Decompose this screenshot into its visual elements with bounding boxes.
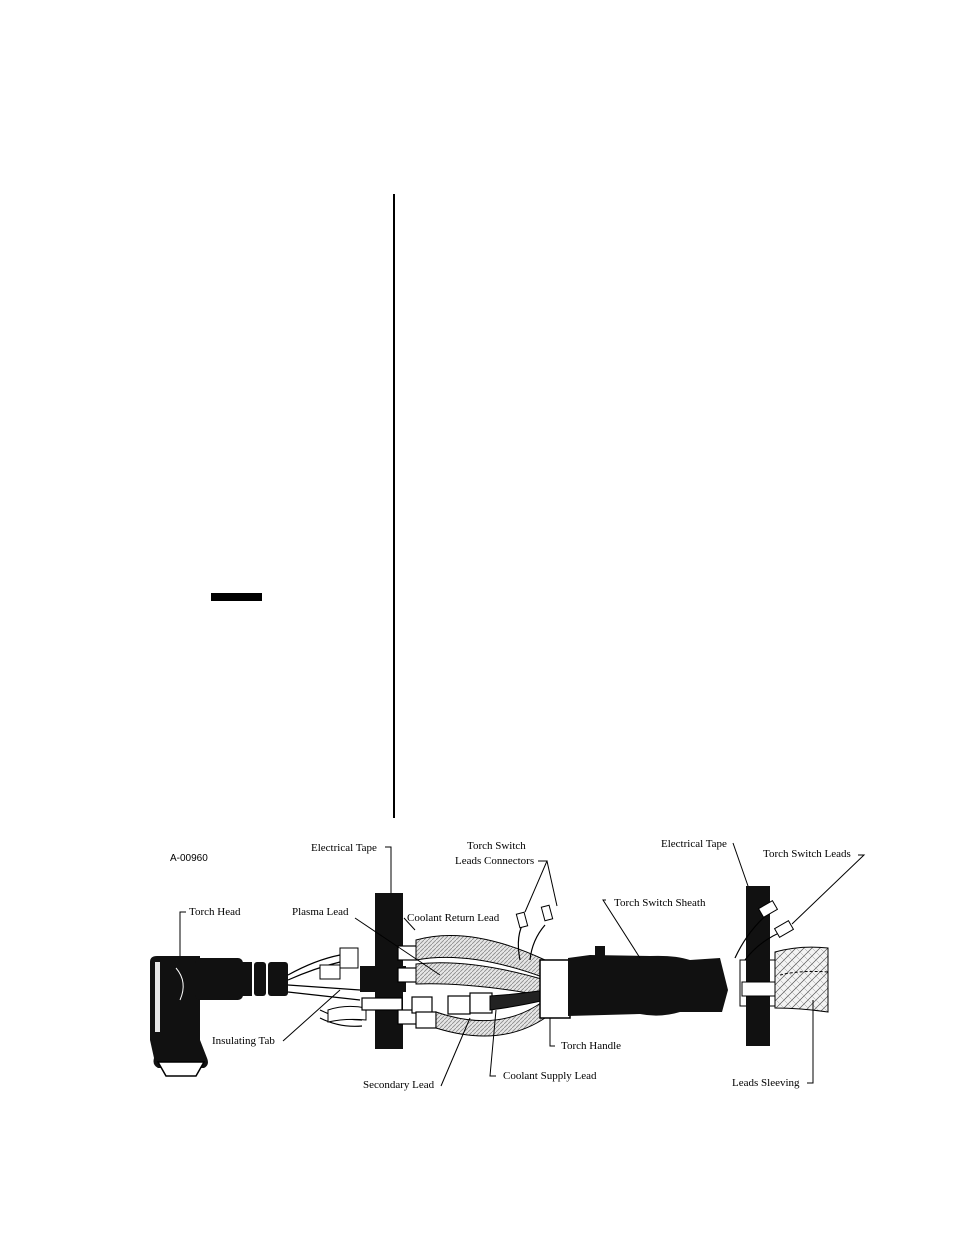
figure-id: A-00960 <box>170 853 208 864</box>
label-torch-switch-leads: Torch Switch Leads <box>763 848 851 860</box>
torch-switch-sheath <box>568 955 728 1016</box>
label-torch-switch: Torch Switch <box>467 840 526 852</box>
sleeving-edge <box>779 970 829 976</box>
label-torch-head: Torch Head <box>189 906 241 918</box>
label-coolant-supply-lead: Coolant Supply Lead <box>503 1070 597 1082</box>
fittings-left <box>361 945 493 1029</box>
label-electrical-tape-left: Electrical Tape <box>311 842 377 854</box>
sheath-button <box>595 946 605 958</box>
torch-head <box>150 956 288 1077</box>
insulating-tab-shape <box>327 1005 367 1023</box>
switch-connectors <box>515 904 554 929</box>
label-insulating-tab: Insulating Tab <box>212 1035 275 1047</box>
label-electrical-tape-right: Electrical Tape <box>661 838 727 850</box>
page-column-rule <box>393 194 395 818</box>
label-leads-connectors: Leads Connectors <box>455 855 535 867</box>
torch-switch-leads-connectors <box>757 899 795 939</box>
head-fitting <box>339 947 359 969</box>
label-coolant-return-lead: Coolant Return Lead <box>407 912 500 924</box>
black-bar-mark <box>211 593 262 601</box>
hoses <box>415 935 546 1037</box>
tape-gap <box>741 981 778 997</box>
label-leads-sleeving: Leads Sleeving <box>732 1077 800 1089</box>
torch-handle <box>539 959 571 1019</box>
head-fitting <box>319 964 341 980</box>
leader-lines <box>179 842 866 1087</box>
label-secondary-lead: Secondary Lead <box>363 1079 435 1091</box>
label-torch-handle: Torch Handle <box>561 1040 622 1052</box>
label-plasma-lead: Plasma Lead <box>292 906 349 918</box>
leads-sleeving <box>774 946 829 1013</box>
label-torch-switch-sheath: Torch Switch Sheath <box>614 897 706 909</box>
